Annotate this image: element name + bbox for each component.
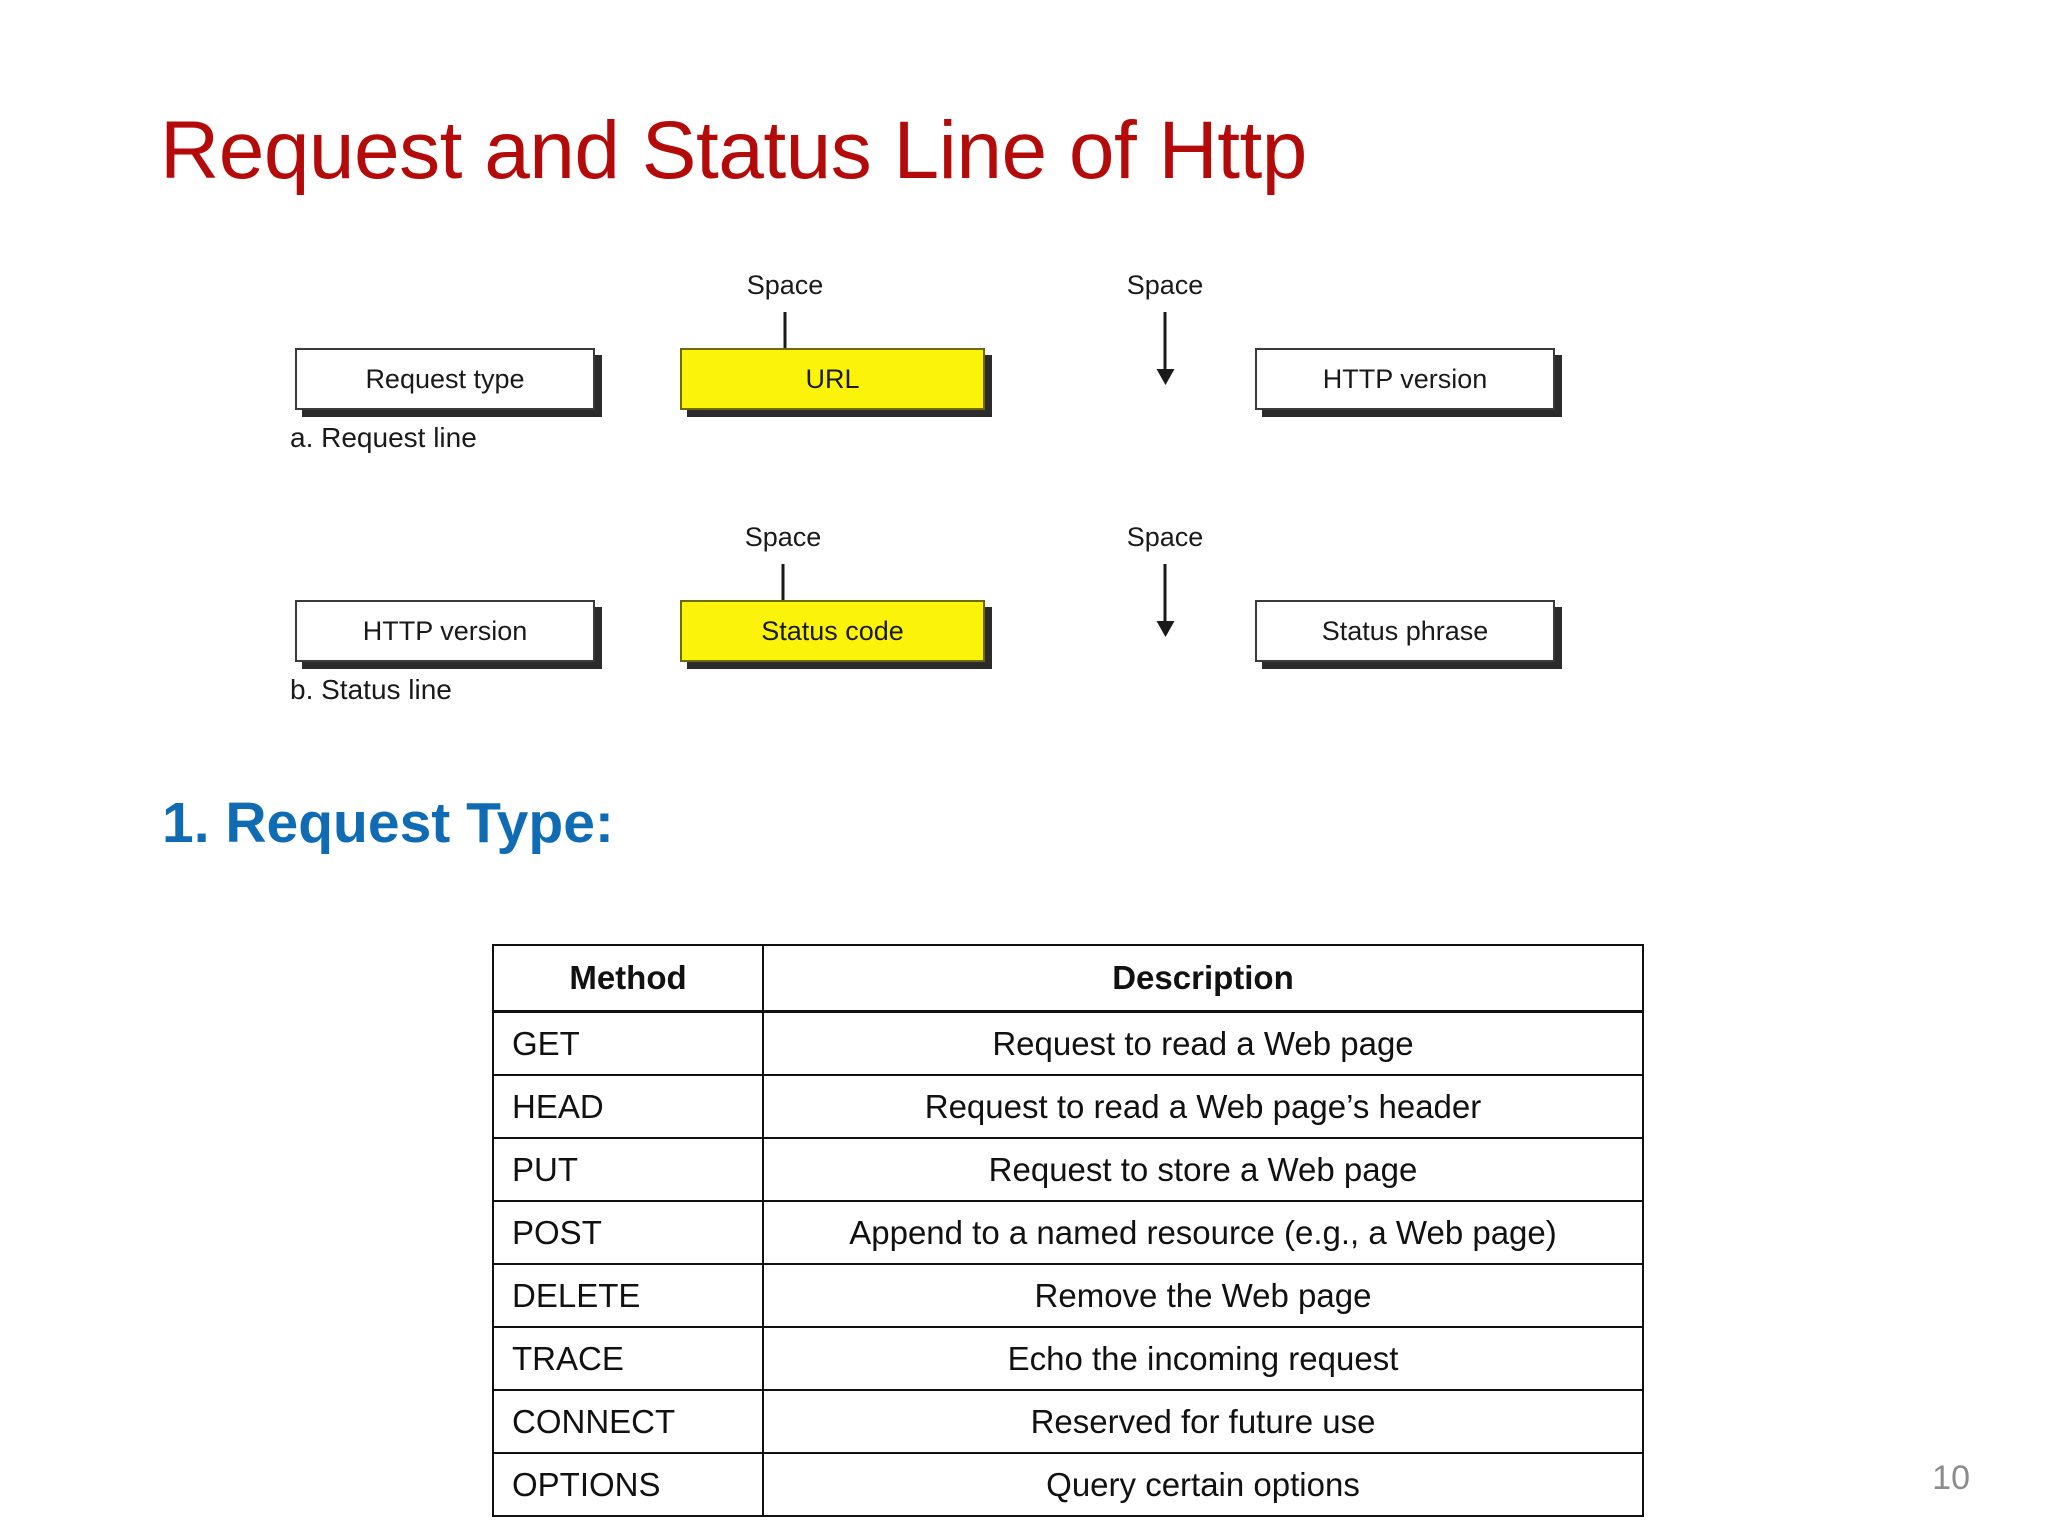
- cell-method: PUT: [492, 1137, 764, 1202]
- table-row: TRACE Echo the incoming request: [492, 1326, 1644, 1391]
- request-line-caption: a. Request line: [290, 422, 477, 453]
- table-row: HEAD Request to read a Web page’s header: [492, 1074, 1644, 1139]
- cell-method: HEAD: [492, 1074, 764, 1139]
- space-label-4: Space: [1126, 522, 1204, 552]
- cell-method: OPTIONS: [492, 1452, 764, 1517]
- table-row: PUT Request to store a Web page: [492, 1137, 1644, 1202]
- page-title: Request and Status Line of Http: [160, 105, 1307, 196]
- http-line-figure: Space Space Request type URL HTTP versio…: [255, 270, 1685, 720]
- space-arrow-4-icon: [1163, 564, 1167, 622]
- column-header-description: Description: [762, 944, 1644, 1013]
- cell-method: GET: [492, 1010, 764, 1076]
- status-code-box: Status code: [680, 600, 985, 662]
- cell-description: Reserved for future use: [762, 1389, 1644, 1454]
- column-header-method: Method: [492, 944, 764, 1013]
- space-label-2: Space: [1126, 270, 1204, 300]
- space-arrow-3-icon: [781, 564, 785, 622]
- page-number: 10: [1932, 1459, 1970, 1497]
- space-label-3: Space: [744, 522, 822, 552]
- cell-description: Request to store a Web page: [762, 1137, 1644, 1202]
- space-arrow-2-icon: [1163, 312, 1167, 370]
- table-row: DELETE Remove the Web page: [492, 1263, 1644, 1328]
- table-row: POST Append to a named resource (e.g., a…: [492, 1200, 1644, 1265]
- url-box: URL: [680, 348, 985, 410]
- space-arrow-1-icon: [783, 312, 787, 370]
- table-row: OPTIONS Query certain options: [492, 1452, 1644, 1517]
- cell-method: POST: [492, 1200, 764, 1265]
- request-method-table: Method Description GET Request to read a…: [492, 944, 1644, 1517]
- space-label-1: Space: [746, 270, 824, 300]
- request-type-box: Request type: [295, 348, 595, 410]
- status-phrase-box: Status phrase: [1255, 600, 1555, 662]
- status-line-diagram: Space Space HTTP version Status code Sta…: [255, 522, 1685, 717]
- cell-description: Remove the Web page: [762, 1263, 1644, 1328]
- table-header-row: Method Description: [492, 944, 1644, 1013]
- table-row: GET Request to read a Web page: [492, 1010, 1644, 1076]
- cell-description: Request to read a Web page: [762, 1010, 1644, 1076]
- section-heading-request-type: 1. Request Type:: [162, 791, 614, 855]
- cell-description: Echo the incoming request: [762, 1326, 1644, 1391]
- table-row: CONNECT Reserved for future use: [492, 1389, 1644, 1454]
- request-line-diagram: Space Space Request type URL HTTP versio…: [255, 270, 1685, 465]
- table-body: GET Request to read a Web page HEAD Requ…: [492, 1010, 1644, 1517]
- cell-method: DELETE: [492, 1263, 764, 1328]
- cell-description: Append to a named resource (e.g., a Web …: [762, 1200, 1644, 1265]
- cell-method: TRACE: [492, 1326, 764, 1391]
- cell-method: CONNECT: [492, 1389, 764, 1454]
- status-line-caption: b. Status line: [290, 674, 452, 705]
- cell-description: Request to read a Web page’s header: [762, 1074, 1644, 1139]
- cell-description: Query certain options: [762, 1452, 1644, 1517]
- status-http-version-box: HTTP version: [295, 600, 595, 662]
- http-version-box: HTTP version: [1255, 348, 1555, 410]
